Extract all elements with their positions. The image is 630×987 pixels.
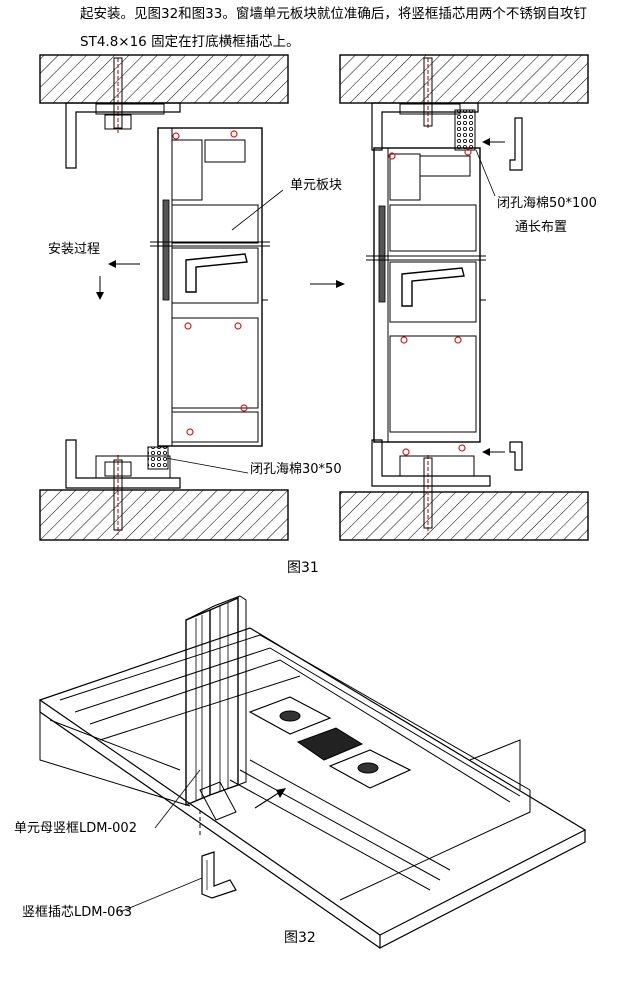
intro-line-1: 起安装。见图32和图33。窗墙单元板块就位准确后，将竖框插芯用两个不锈钢自攻钉 xyxy=(80,6,587,22)
foam-top-label-line2: 通长布置 xyxy=(515,220,568,235)
bottom-concrete-slab-right xyxy=(339,491,589,541)
anchor-plate-2 xyxy=(328,749,412,789)
iso-base-top xyxy=(38,627,587,936)
foam-50x100 xyxy=(454,109,476,151)
top-concrete-slab-left xyxy=(39,54,289,104)
transition-arrow xyxy=(336,280,345,288)
figure-31-caption: 图31 xyxy=(287,560,319,576)
foam-top-label-line1: 闭孔海棉50*100 xyxy=(497,196,597,211)
fig31-right-detail xyxy=(339,54,589,541)
mullion-label: 单元母竖框LDM-002 xyxy=(14,821,137,836)
bottom-concrete-slab-left xyxy=(39,489,289,541)
panel-label: 单元板块 xyxy=(290,178,343,193)
fig31-left-detail xyxy=(39,54,289,541)
top-concrete-slab-right xyxy=(339,54,589,104)
figure-32-caption: 图32 xyxy=(284,930,316,946)
install-process-label: 安装过程 xyxy=(48,242,101,257)
foam-bottom-label: 闭孔海棉30*50 xyxy=(250,462,342,477)
anchor-plate-1 xyxy=(248,696,332,735)
foam-block xyxy=(296,727,364,761)
insert-label: 竖框插芯LDM-063 xyxy=(22,905,132,920)
mullion-front-face xyxy=(185,608,211,807)
intro-line-2: ST4.8×16 固定在打底横框插芯上。 xyxy=(80,34,300,50)
insert-piece xyxy=(201,851,237,899)
